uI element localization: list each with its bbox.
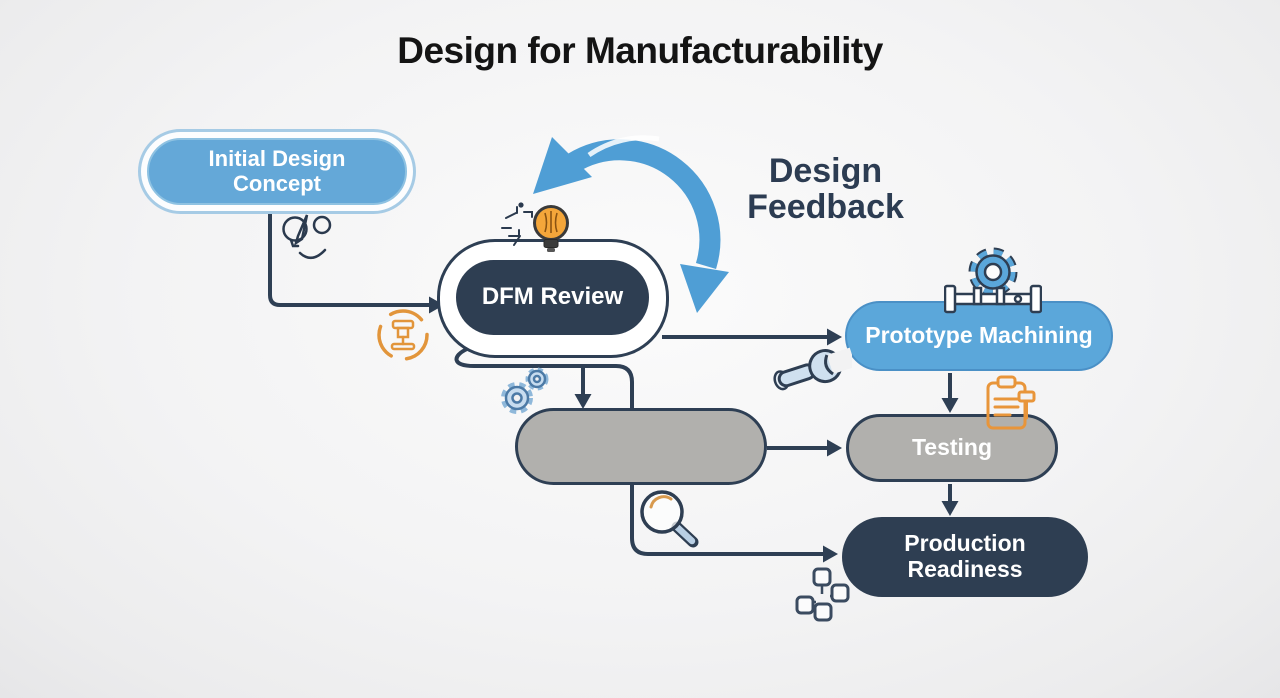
node-production-readiness: Production Readiness [842,517,1088,597]
magnifier-icon [640,490,699,548]
node-label: Testing [911,434,993,461]
edge-dfm-to-production [454,347,823,556]
checklist-icon [986,375,1036,430]
wrench-icon [773,347,852,391]
modules-icon [795,567,850,622]
machining-cycle-icon [377,309,429,361]
gear-caliper-icon [944,247,1042,314]
node-label: Readiness [907,556,1023,582]
gears-icon [501,367,549,414]
design-feedback-cycle-arrow [533,135,729,313]
lightbulb-icon [501,202,569,252]
node-label: Initial Design [208,145,346,171]
arrowheads [429,296,959,563]
node-label: Concept [233,170,321,196]
design-feedback-label: Design Feedback [747,152,904,227]
node-initial-design-concept: Initial Design Concept [138,129,416,214]
node-initial-design-concept-fill: Initial Design Concept [147,138,407,205]
sketch-idea-icon [282,214,332,259]
node-dfm-review: DFM Review [456,260,649,335]
page-title: Design for Manufacturability [397,30,883,71]
edge-initial-to-dfm [268,212,429,307]
node-testing: Testing [846,414,1058,482]
node-label: DFM Review [481,283,624,311]
node-label: Production [904,530,1026,557]
node-label: Prototype Machining [865,322,1093,349]
node-unlabeled-step [515,408,767,485]
